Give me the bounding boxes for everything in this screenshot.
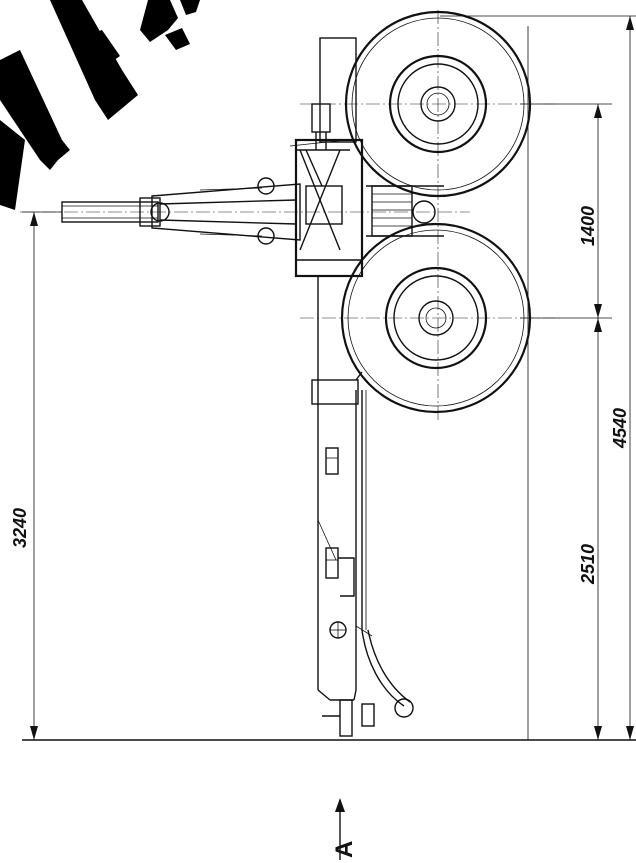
dimension-label-overall-length: 4540 xyxy=(610,408,630,449)
dimension-label-axle-spacing: 1400 xyxy=(578,206,598,246)
chassis-frame xyxy=(317,37,367,701)
coupling-lines xyxy=(322,625,414,737)
suspension-spring xyxy=(366,185,444,237)
dimension-overall-height: 3240 xyxy=(10,211,62,740)
rear-wheel xyxy=(344,10,532,198)
dimension-label-rear-to-front: 2510 xyxy=(578,544,598,585)
view-arrow-label: A xyxy=(331,841,358,858)
view-arrow-a: A xyxy=(331,798,358,860)
turntable-assembly xyxy=(289,103,364,278)
drawbar xyxy=(61,177,301,245)
dimension-axle-spacing: 1400 xyxy=(520,103,612,319)
frame-fittings xyxy=(311,379,359,639)
front-wheel xyxy=(340,222,532,414)
dimension-rear-to-front: 2510 xyxy=(578,318,602,740)
dimension-overall-length: 4540 xyxy=(527,16,634,740)
watermark-logo xyxy=(0,0,200,210)
dimension-label-height: 3240 xyxy=(10,508,30,548)
